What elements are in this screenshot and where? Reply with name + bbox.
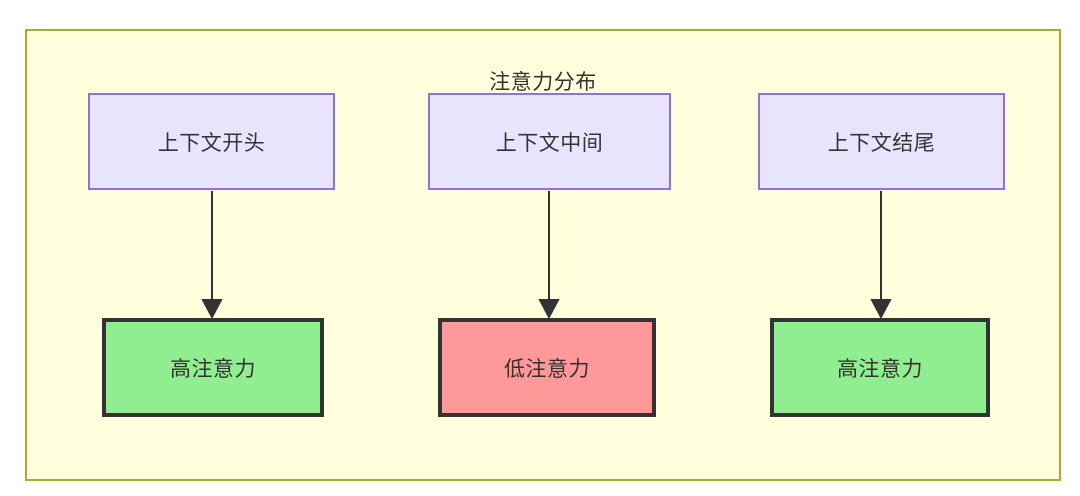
node-attention-middle[interactable]: 低注意力 — [438, 318, 656, 417]
node-context-end[interactable]: 上下文结尾 — [758, 93, 1005, 190]
subgraph-title: 注意力分布 — [489, 71, 597, 94]
node-attention-end[interactable]: 高注意力 — [770, 318, 990, 417]
node-context-start[interactable]: 上下文开头 — [88, 93, 335, 190]
node-context-middle[interactable]: 上下文中间 — [428, 93, 671, 190]
node-attention-start[interactable]: 高注意力 — [102, 318, 324, 417]
